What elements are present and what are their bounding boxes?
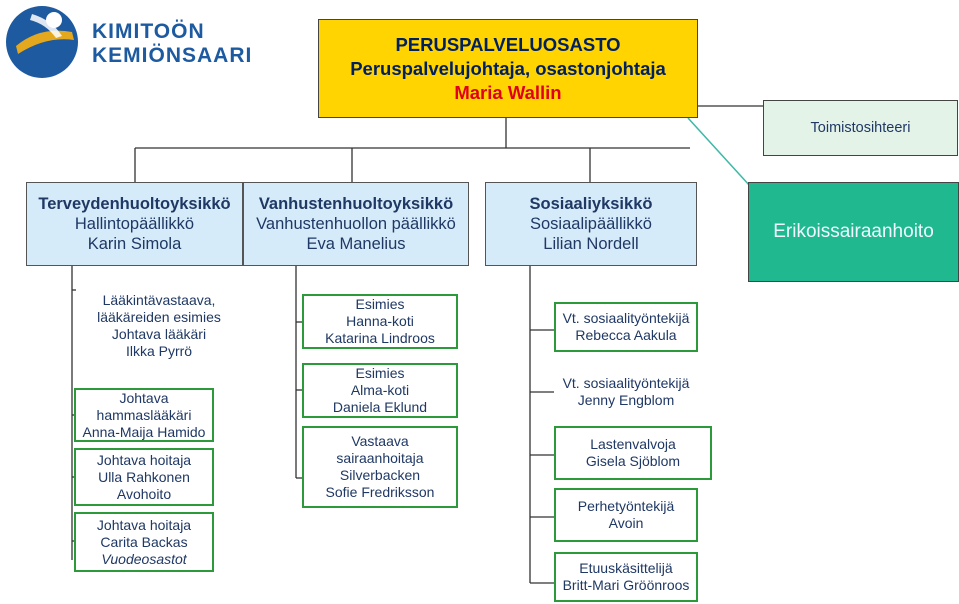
staff-line: Johtava hoitaja [96, 516, 192, 533]
staff-line: Johtava [119, 389, 169, 406]
staff-line: lääkäreiden esimies [97, 309, 221, 325]
staff-box: Perhetyöntekijä Avoin [554, 488, 698, 542]
office-secretary-box: Toimistosihteeri [763, 100, 958, 156]
staff-line: Johtava hoitaja [96, 451, 192, 468]
specialist-care-label: Erikoissairaanhoito [773, 221, 934, 242]
unit-manager: Eva Manelius [306, 235, 406, 253]
unit-role: Vanhustenhuollon päällikkö [256, 215, 456, 233]
department-role: Peruspalvelujohtaja, osastonjohtaja [350, 57, 666, 79]
staff-box: Johtava hoitaja Ulla Rahkonen Avohoito [74, 448, 214, 506]
staff-box: Johtava hoitaja Carita Backas Vuodeosast… [74, 512, 214, 572]
staff-box: Vt. sosiaalityöntekijä Jenny Engblom [554, 368, 698, 416]
logo-line-2: KEMIÖNSAARI [92, 44, 253, 67]
staff-line: Britt-Mari Gröönroos [562, 577, 690, 593]
unit-title: Sosiaaliyksikkö [529, 195, 653, 213]
staff-line: Daniela Eklund [332, 399, 428, 415]
specialist-care-box: Erikoissairaanhoito [748, 182, 959, 282]
unit-manager: Lilian Nordell [543, 235, 639, 253]
unit-title: Terveydenhuoltoyksikkö [38, 195, 231, 213]
staff-box: Esimies Hanna-koti Katarina Lindroos [302, 294, 458, 349]
unit-manager: Karin Simola [87, 235, 182, 253]
staff-box: Vastaava sairaanhoitaja Silverbacken Sof… [302, 426, 458, 508]
department-title: PERUSPALVELUOSASTO [395, 33, 621, 55]
staff-box: Vt. sosiaalityöntekijä Rebecca Aakula [554, 302, 698, 352]
staff-line: Ilkka Pyrrö [125, 343, 193, 359]
staff-line: Vastaava [351, 433, 409, 449]
staff-line: Avoin [608, 515, 644, 531]
staff-line: Anna-Maija Hamido [82, 423, 206, 440]
staff-line: Lastenvalvoja [590, 436, 676, 452]
staff-line: Ulla Rahkonen [98, 468, 190, 485]
staff-line: Silverbacken [339, 467, 421, 483]
staff-line: Carita Backas [100, 533, 188, 550]
staff-line: Avohoito [116, 485, 172, 502]
staff-line: Vuodeosastot [101, 550, 187, 567]
staff-box: Esimies Alma-koti Daniela Eklund [302, 363, 458, 418]
staff-line: Perhetyöntekijä [577, 498, 675, 514]
staff-line: sairaanhoitaja [336, 450, 424, 466]
staff-line: Lääkintävastaava, [102, 292, 216, 308]
staff-line: Hanna-koti [346, 313, 414, 329]
logo-line-1: KIMITOÖN [92, 20, 205, 43]
staff-line: Rebecca Aakula [575, 327, 677, 343]
staff-line: Katarina Lindroos [325, 330, 435, 346]
staff-box: Lääkintävastaava, lääkäreiden esimies Jo… [76, 282, 242, 370]
staff-line: Etuuskäsittelijä [579, 560, 673, 576]
staff-line: hammaslääkäri [96, 406, 192, 423]
staff-line: Johtava lääkäri [111, 326, 207, 342]
logo-text: KIMITOÖN KEMIÖNSAARI [92, 20, 252, 68]
staff-line: Esimies [355, 365, 405, 381]
unit-health-care: Terveydenhuoltoyksikkö Hallintopäällikkö… [26, 182, 243, 266]
unit-role: Hallintopäällikkö [74, 215, 195, 233]
staff-line: Gisela Sjöblom [585, 453, 681, 469]
staff-line: Alma-koti [350, 382, 410, 398]
department-head-name: Maria Wallin [454, 81, 562, 103]
staff-line: Vt. sosiaalityöntekijä [562, 375, 690, 391]
staff-line: Vt. sosiaalityöntekijä [562, 310, 690, 326]
staff-box: Johtava hammaslääkäri Anna-Maija Hamido [74, 388, 214, 442]
staff-line: Sofie Fredriksson [325, 484, 435, 500]
unit-social: Sosiaaliyksikkö Sosiaalipäällikkö Lilian… [485, 182, 697, 266]
unit-elderly-care: Vanhustenhuoltoyksikkö Vanhustenhuollon … [243, 182, 469, 266]
staff-line: Esimies [355, 296, 405, 312]
staff-box: Lastenvalvoja Gisela Sjöblom [554, 426, 712, 480]
unit-role: Sosiaalipäällikkö [530, 215, 652, 233]
unit-title: Vanhustenhuoltoyksikkö [258, 195, 454, 213]
department-head-box: PERUSPALVELUOSASTO Peruspalvelujohtaja, … [318, 19, 698, 118]
staff-line: Jenny Engblom [577, 392, 675, 408]
office-secretary-label: Toimistosihteeri [810, 120, 911, 136]
staff-box: Etuuskäsittelijä Britt-Mari Gröönroos [554, 552, 698, 602]
logo: KIMITOÖN KEMIÖNSAARI [2, 2, 252, 82]
logo-emblem-icon [6, 6, 78, 78]
